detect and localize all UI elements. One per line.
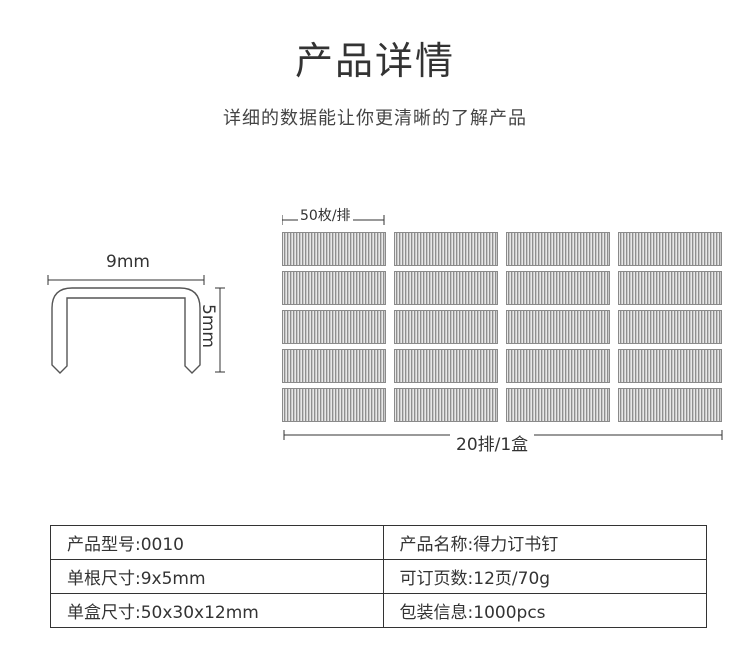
staple-strip (506, 310, 610, 344)
spec-table: 产品型号:0010 产品名称:得力订书钉 单根尺寸:9x5mm 可订页数:12页… (50, 525, 708, 628)
table-row: 产品型号:0010 产品名称:得力订书钉 (50, 525, 708, 560)
staple-strip (506, 349, 610, 383)
staple-strip (618, 388, 722, 422)
staple-strip (282, 310, 386, 344)
staple-strip (282, 232, 386, 266)
staple-strip (394, 388, 498, 422)
spec-cell-model: 产品型号:0010 (50, 525, 384, 560)
page-subtitle: 详细的数据能让你更清晰的了解产品 (223, 108, 527, 129)
staple-strip (282, 388, 386, 422)
staple-strip (394, 310, 498, 344)
staple-strip (394, 271, 498, 305)
staple-shape-icon (47, 275, 225, 374)
spec-cell-box-size: 单盒尺寸:50x30x12mm (50, 593, 384, 628)
staple-width-label: 9mm (106, 252, 150, 272)
staple-strip (506, 388, 610, 422)
staple-diagram: 9mm 5mm (40, 250, 250, 380)
page-title: 产品详情 (294, 39, 455, 83)
spec-cell-package: 包装信息:1000pcs (382, 593, 708, 628)
staple-strip (282, 271, 386, 305)
staple-strip (394, 232, 498, 266)
spec-cell-name: 产品名称:得力订书钉 (382, 525, 708, 560)
staple-strip (282, 349, 386, 383)
per-row-label: 50枚/排 (298, 205, 353, 225)
staple-strip (506, 271, 610, 305)
staple-strip (394, 349, 498, 383)
total-label: 20排/1盒 (450, 430, 535, 455)
staple-strip (618, 271, 722, 305)
staple-strip (618, 349, 722, 383)
table-row: 单根尺寸:9x5mm 可订页数:12页/70g (50, 559, 708, 594)
spec-cell-size: 单根尺寸:9x5mm (50, 559, 384, 594)
table-row: 单盒尺寸:50x30x12mm 包装信息:1000pcs (50, 593, 708, 628)
staple-strip (506, 232, 610, 266)
staple-strip (618, 232, 722, 266)
staple-strip (618, 310, 722, 344)
staple-strip-grid: 50枚/排 20排/1盒 (282, 205, 727, 460)
spec-cell-pages: 可订页数:12页/70g (382, 559, 708, 594)
